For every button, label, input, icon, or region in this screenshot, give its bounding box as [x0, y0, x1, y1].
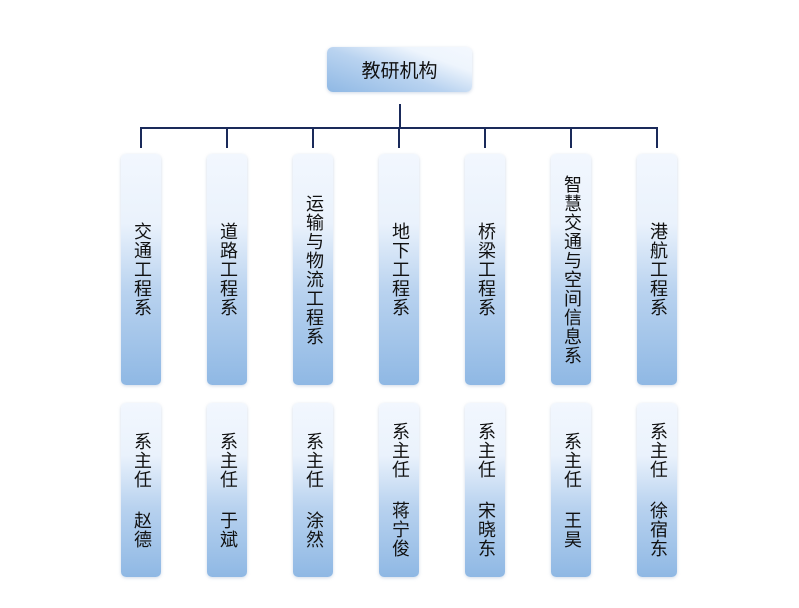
department-name: 港航工程系 [647, 222, 668, 317]
department-node: 智慧交通与空间信息系 [551, 154, 591, 385]
department-head: 系主任 宋晓东 [475, 422, 496, 558]
department-name: 地下工程系 [389, 222, 410, 317]
connector-drop [484, 127, 486, 148]
connector-drop [312, 127, 314, 148]
department-head-node: 系主任 蒋宁俊 [379, 403, 419, 577]
department-head-node: 系主任 于斌 [207, 403, 247, 577]
department-name: 智慧交通与空间信息系 [561, 174, 582, 365]
department-name: 交通工程系 [131, 222, 152, 317]
department-head: 系主任 涂然 [303, 431, 324, 549]
connector-drop [570, 127, 572, 148]
department-name: 运输与物流工程系 [303, 193, 324, 346]
department-node: 交通工程系 [121, 154, 161, 385]
connector-drop [140, 127, 142, 148]
connector-drop [398, 127, 400, 148]
root-node: 教研机构 [327, 47, 472, 92]
department-head: 系主任 赵德 [131, 431, 152, 549]
department-head-node: 系主任 涂然 [293, 403, 333, 577]
department-head-node: 系主任 宋晓东 [465, 403, 505, 577]
connector-drop [656, 127, 658, 148]
department-name: 桥梁工程系 [475, 222, 496, 317]
department-head-node: 系主任 徐宿东 [637, 403, 677, 577]
department-node: 道路工程系 [207, 154, 247, 385]
department-head-node: 系主任 赵德 [121, 403, 161, 577]
department-head: 系主任 于斌 [217, 431, 238, 549]
department-node: 运输与物流工程系 [293, 154, 333, 385]
department-name: 道路工程系 [217, 222, 238, 317]
department-head-node: 系主任 王昊 [551, 403, 591, 577]
department-head: 系主任 徐宿东 [647, 422, 668, 558]
connector-drop [226, 127, 228, 148]
root-label: 教研机构 [361, 60, 438, 82]
department-node: 港航工程系 [637, 154, 677, 385]
department-head: 系主任 蒋宁俊 [389, 422, 410, 558]
department-head: 系主任 王昊 [561, 431, 582, 549]
department-node: 桥梁工程系 [465, 154, 505, 385]
department-node: 地下工程系 [379, 154, 419, 385]
connector-trunk [399, 104, 401, 129]
